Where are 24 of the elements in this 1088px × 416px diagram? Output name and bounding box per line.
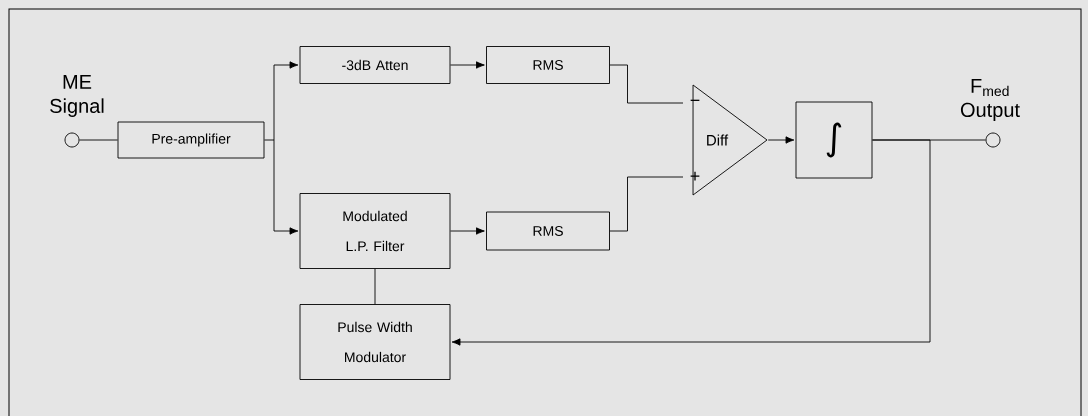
process-box: Pre-amplifier xyxy=(117,121,265,159)
process-box: Modulated L.P. Filter xyxy=(299,193,451,269)
connector xyxy=(609,176,684,232)
terminal-circle xyxy=(64,132,80,148)
connector xyxy=(273,139,299,235)
terminal-circle xyxy=(985,132,1001,148)
connector xyxy=(609,64,684,104)
process-box: Pulse Width Modulator xyxy=(299,304,451,380)
integrator-box: ∫ xyxy=(795,101,873,179)
connector xyxy=(450,227,485,235)
connector xyxy=(451,139,931,346)
connector xyxy=(767,136,795,144)
process-box: -3dB Atten xyxy=(299,46,451,84)
connector xyxy=(79,139,118,141)
input-sign: + xyxy=(690,171,700,181)
terminal-label: F$_{med}$ Output xyxy=(960,79,1020,121)
terminal-label: ME Signal xyxy=(50,75,104,117)
connector xyxy=(264,139,275,141)
connector xyxy=(273,61,299,141)
connector xyxy=(374,268,376,305)
process-box: RMS xyxy=(486,211,610,251)
input-sign: − xyxy=(690,99,700,101)
process-box: RMS xyxy=(486,46,610,84)
connector xyxy=(450,61,485,69)
